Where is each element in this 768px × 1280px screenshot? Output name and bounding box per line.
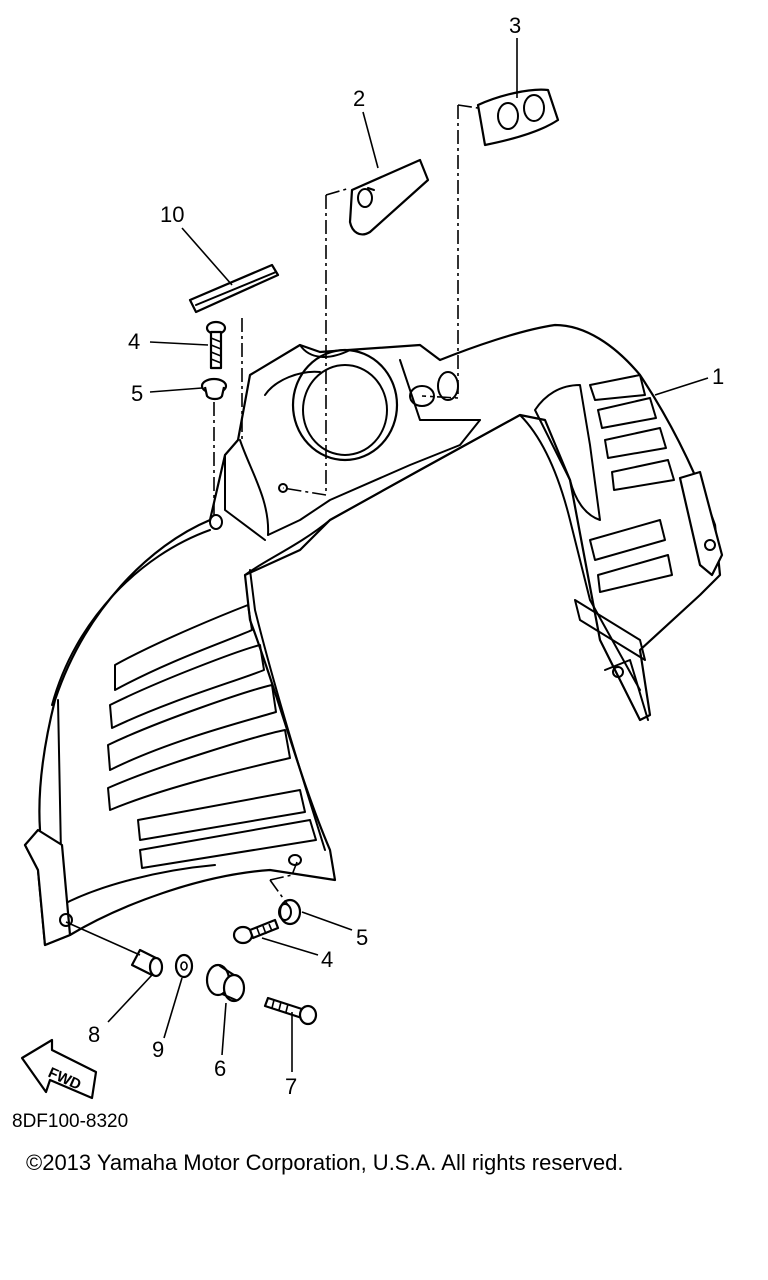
callout-10: 10	[160, 202, 184, 227]
callout-9: 9	[152, 1037, 164, 1062]
callout-3: 3	[509, 13, 521, 38]
callouts: 3 2 10 4 5 1 5 4 8 9 6 7	[88, 13, 724, 1099]
callout-4-top: 4	[128, 329, 140, 354]
callout-2: 2	[353, 86, 365, 111]
grommet-part-5-top	[200, 377, 228, 401]
bottom-cowling-part	[23, 323, 724, 947]
diagram-code: 8DF100-8320	[12, 1111, 129, 1132]
grommet-part-5-bottom	[278, 898, 302, 926]
copyright-text: ©2013 Yamaha Motor Corporation, U.S.A. A…	[26, 1150, 624, 1175]
callout-4-bottom: 4	[321, 947, 333, 972]
washer-part-9	[174, 953, 194, 979]
assembly-lines	[65, 104, 479, 956]
callout-5-bottom: 5	[356, 925, 368, 950]
callout-1: 1	[712, 364, 724, 389]
callout-7: 7	[285, 1074, 297, 1099]
forward-arrow-icon: FWD	[20, 1038, 98, 1100]
callout-5-top: 5	[131, 381, 143, 406]
bolt-part-4-bottom	[232, 918, 280, 945]
leader-lines	[107, 38, 709, 1072]
bolt-part-4-top	[205, 320, 227, 370]
callout-6: 6	[214, 1056, 226, 1081]
damper-part-6	[205, 963, 246, 1003]
plate-part-3	[476, 88, 560, 147]
bolt-part-7	[263, 996, 318, 1026]
label-plate-part-2	[348, 158, 430, 236]
callout-8: 8	[88, 1022, 100, 1047]
seal-strip-part-10	[188, 263, 280, 314]
